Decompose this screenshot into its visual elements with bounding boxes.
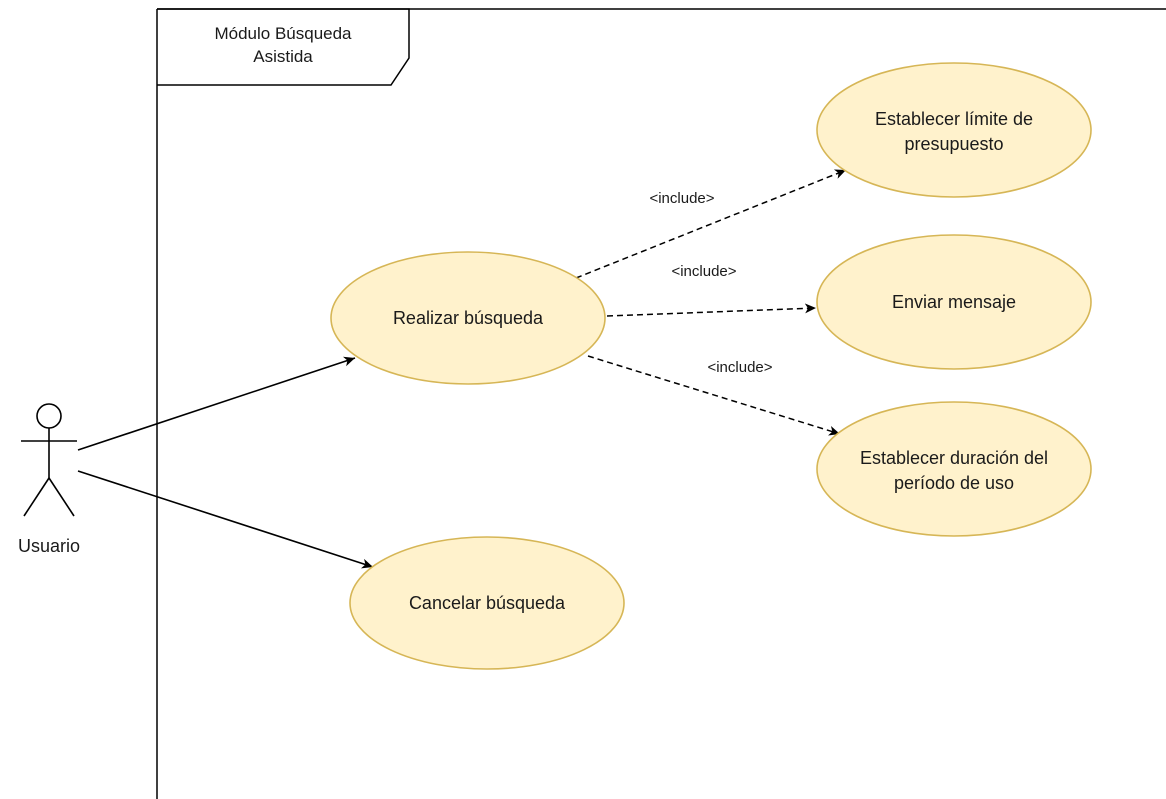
usecase-duracion-label-line-1: Establecer duración del bbox=[860, 448, 1048, 468]
usecase-cancelar-shape bbox=[349, 536, 625, 670]
usecase-enviar-label: Enviar mensaje bbox=[892, 292, 1016, 312]
usecase-cancelar-label: Cancelar búsqueda bbox=[409, 593, 566, 613]
system-boundary[interactable]: Módulo Búsqueda Asistida bbox=[156, 8, 1166, 799]
usecase-enviar-shape bbox=[816, 234, 1092, 370]
usecase-realizar-busqueda[interactable]: Realizar búsqueda bbox=[330, 251, 606, 385]
include-label-enviar: <include> bbox=[671, 263, 736, 280]
usecase-limite-label-line-2: presupuesto bbox=[904, 134, 1003, 154]
usecase-enviar-mensaje[interactable]: Enviar mensaje bbox=[816, 234, 1092, 370]
actor-head bbox=[36, 403, 62, 429]
include-label-duracion: <include> bbox=[707, 359, 772, 376]
actor-left-leg bbox=[23, 477, 50, 517]
usecase-establecer-limite[interactable]: Establecer límite de presupuesto bbox=[816, 62, 1092, 198]
boundary-title-line-1: Módulo Búsqueda bbox=[214, 24, 352, 43]
association-realizar[interactable] bbox=[77, 356, 356, 451]
include-edge-duracion[interactable] bbox=[587, 355, 841, 436]
boundary-name-tab bbox=[157, 8, 410, 86]
actor-right-leg bbox=[48, 477, 75, 517]
usecase-realizar-label: Realizar búsqueda bbox=[393, 308, 544, 328]
usecase-limite-label-line-1: Establecer límite de bbox=[875, 109, 1033, 129]
usecase-establecer-duracion[interactable]: Establecer duración del período de uso bbox=[816, 401, 1092, 537]
actor-usuario[interactable] bbox=[21, 403, 77, 517]
include-edge-enviar[interactable] bbox=[606, 303, 817, 317]
usecase-duracion-shape bbox=[816, 401, 1092, 537]
actor-label: Usuario bbox=[18, 536, 80, 556]
usecase-limite-shape bbox=[816, 62, 1092, 198]
include-edge-limite[interactable] bbox=[575, 169, 847, 279]
usecase-cancelar-busqueda[interactable]: Cancelar búsqueda bbox=[349, 536, 625, 670]
include-label-limite: <include> bbox=[649, 190, 714, 207]
boundary-title-line-2: Asistida bbox=[253, 47, 313, 66]
association-cancelar[interactable] bbox=[77, 470, 374, 569]
usecase-realizar-shape bbox=[330, 251, 606, 385]
usecase-duracion-label-line-2: período de uso bbox=[894, 473, 1014, 493]
